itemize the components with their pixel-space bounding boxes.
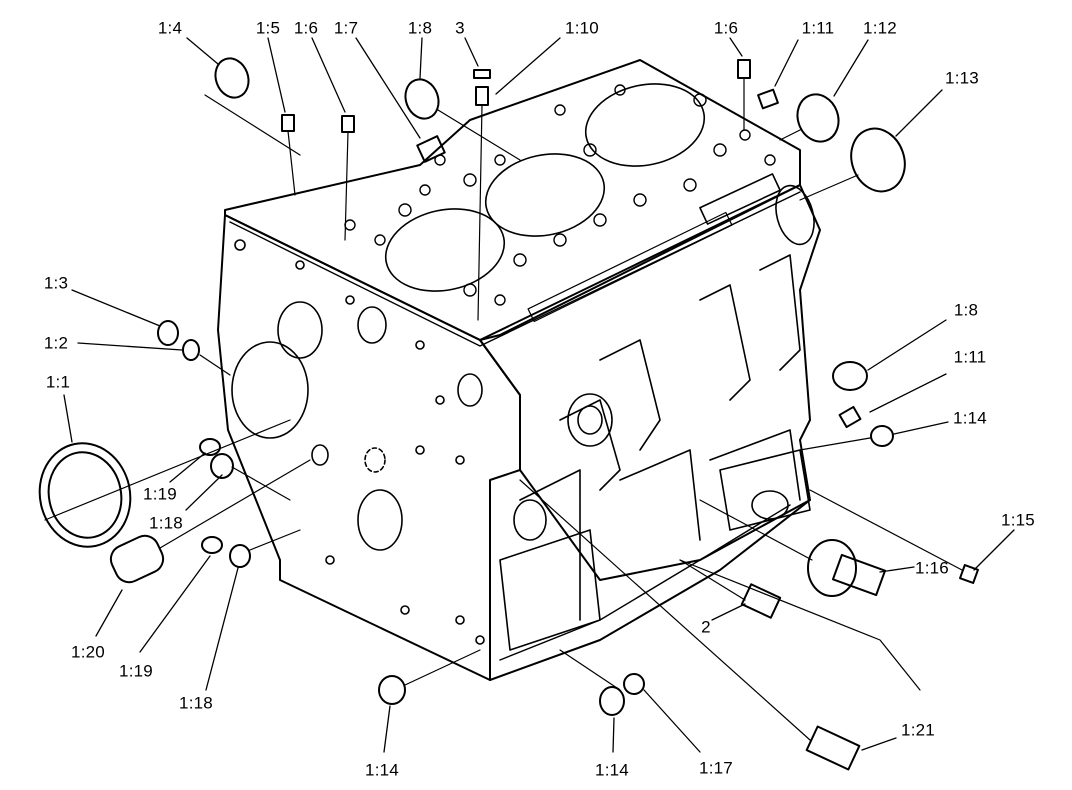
- rear-bore: [770, 181, 820, 248]
- callout-label: 1:4: [157, 18, 183, 38]
- callout-label: 1:6: [713, 18, 739, 38]
- callout-leaders: [64, 38, 1014, 752]
- callout-label: 1:17: [699, 758, 733, 778]
- bore-2: [478, 143, 612, 246]
- right-side-parts: [520, 362, 978, 770]
- cylinder-bores: [378, 73, 712, 301]
- front-seal-ring: [30, 420, 290, 555]
- oil-filter-boss: [500, 450, 810, 650]
- callout-label: 1:18: [179, 693, 213, 713]
- callout-label: 1:3: [43, 273, 69, 293]
- callout-label: 1:16: [915, 558, 949, 578]
- callout-label: 3: [455, 18, 465, 38]
- callout-label: 1:21: [901, 720, 935, 740]
- callout-label: 1:19: [119, 661, 153, 681]
- deck-holes: [345, 85, 775, 305]
- callout-label: 1:11: [801, 18, 835, 38]
- crankcase-ribs: [520, 174, 820, 620]
- top-plugs: [205, 54, 913, 320]
- callout-label: 1:20: [71, 642, 105, 662]
- callout-label: 1:7: [333, 18, 359, 38]
- bore-3: [578, 73, 712, 176]
- cylinder-block: [218, 60, 820, 680]
- callout-label: 2: [701, 617, 711, 637]
- callout-label: 1:2: [43, 333, 69, 353]
- callout-label: 1:14: [365, 760, 399, 780]
- block-top-deck: [225, 60, 800, 340]
- callout-label: 1:14: [595, 760, 629, 780]
- callout-label: 1:15: [1001, 510, 1035, 530]
- bore-1: [378, 198, 512, 301]
- callout-label: 1:13: [945, 68, 979, 88]
- callout-label: 1:18: [149, 513, 183, 533]
- block-front-face: [218, 215, 520, 680]
- block-right-face: [480, 185, 820, 580]
- callout-label: 1:11: [953, 347, 987, 367]
- callout-label: 1:6: [293, 18, 319, 38]
- callout-label: 1:8: [953, 300, 979, 320]
- callout-label: 1:1: [45, 372, 71, 392]
- callout-label: 1:8: [407, 18, 433, 38]
- plug-1-3: [158, 321, 230, 375]
- callout-label: 1:10: [565, 18, 599, 38]
- callout-label: 1:12: [863, 18, 897, 38]
- camshaft-bore: [568, 394, 612, 446]
- callout-label: 1:19: [143, 484, 177, 504]
- front-face-openings: [232, 240, 484, 644]
- callout-label: 1:14: [953, 408, 987, 428]
- lower-plugs: [106, 439, 310, 587]
- bottom-plugs: [379, 650, 644, 715]
- callout-label: 1:5: [255, 18, 281, 38]
- front-opening-large: [232, 342, 308, 438]
